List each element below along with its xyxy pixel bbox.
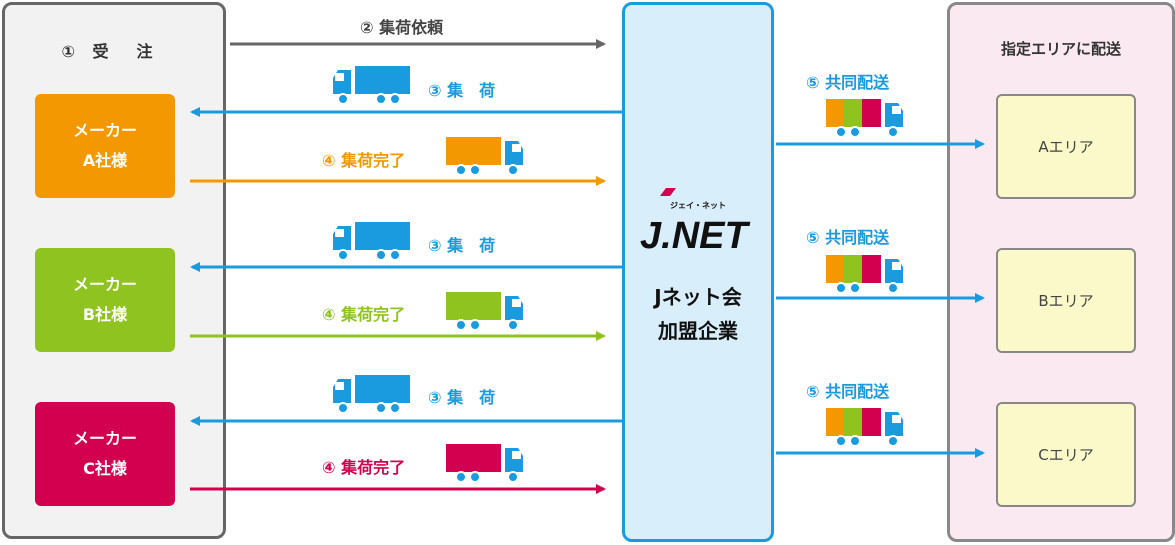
maker-a-box: メーカー A社様 — [35, 94, 175, 198]
maker-b-line1: メーカー — [72, 275, 137, 294]
truck-icon — [446, 444, 523, 483]
pickup-label-a: ③ 集 荷 — [428, 81, 496, 100]
maker-a-line1: メーカー — [72, 121, 137, 140]
truck-icon — [333, 222, 410, 261]
request-label: ② 集荷依頼 — [360, 18, 444, 37]
area-a-box: Aエリア — [996, 94, 1136, 199]
pickup-done-label-c: ④ 集荷完了 — [322, 458, 406, 477]
delivery-label-c: ⑤ 共同配送 — [806, 382, 890, 401]
truck-icon — [826, 408, 903, 447]
maker-c-line1: メーカー — [72, 429, 137, 448]
jnet-member-text: Jネット会 加盟企業 — [622, 280, 774, 348]
pickup-label-b: ③ 集 荷 — [428, 236, 496, 255]
truck-icon — [446, 137, 523, 176]
maker-c-box: メーカー C社様 — [35, 402, 175, 506]
maker-b-box: メーカー B社様 — [35, 248, 175, 352]
area-b-box: Bエリア — [996, 248, 1136, 353]
delivery-area-title: 指定エリアに配送 — [1000, 40, 1121, 58]
order-step-title: ① 受 注 — [61, 42, 159, 61]
truck-icon — [446, 292, 523, 331]
pickup-done-label-b: ④ 集荷完了 — [322, 305, 406, 324]
truck-icon — [333, 66, 410, 105]
delivery-label-b: ⑤ 共同配送 — [806, 228, 890, 247]
jnet-logo: ジェイ・ネット J.NET — [640, 188, 750, 257]
truck-icon — [826, 99, 903, 138]
maker-c-line2: C社様 — [83, 459, 127, 478]
truck-icon — [826, 255, 903, 294]
area-c-box: Cエリア — [996, 402, 1136, 507]
delivery-label-a: ⑤ 共同配送 — [806, 73, 890, 92]
logo-text: J.NET — [640, 215, 750, 257]
pickup-label-c: ③ 集 荷 — [428, 388, 496, 407]
pickup-done-label-a: ④ 集荷完了 — [322, 151, 406, 170]
maker-a-line2: A社様 — [82, 151, 128, 170]
logo-kana: ジェイ・ネット — [670, 200, 726, 210]
maker-b-line2: B社様 — [82, 305, 128, 324]
jnet-member-box — [622, 2, 774, 542]
jnet-line2: 加盟企業 — [658, 319, 738, 343]
jnet-line1: Jネット会 — [654, 285, 742, 309]
truck-icon — [333, 375, 410, 414]
